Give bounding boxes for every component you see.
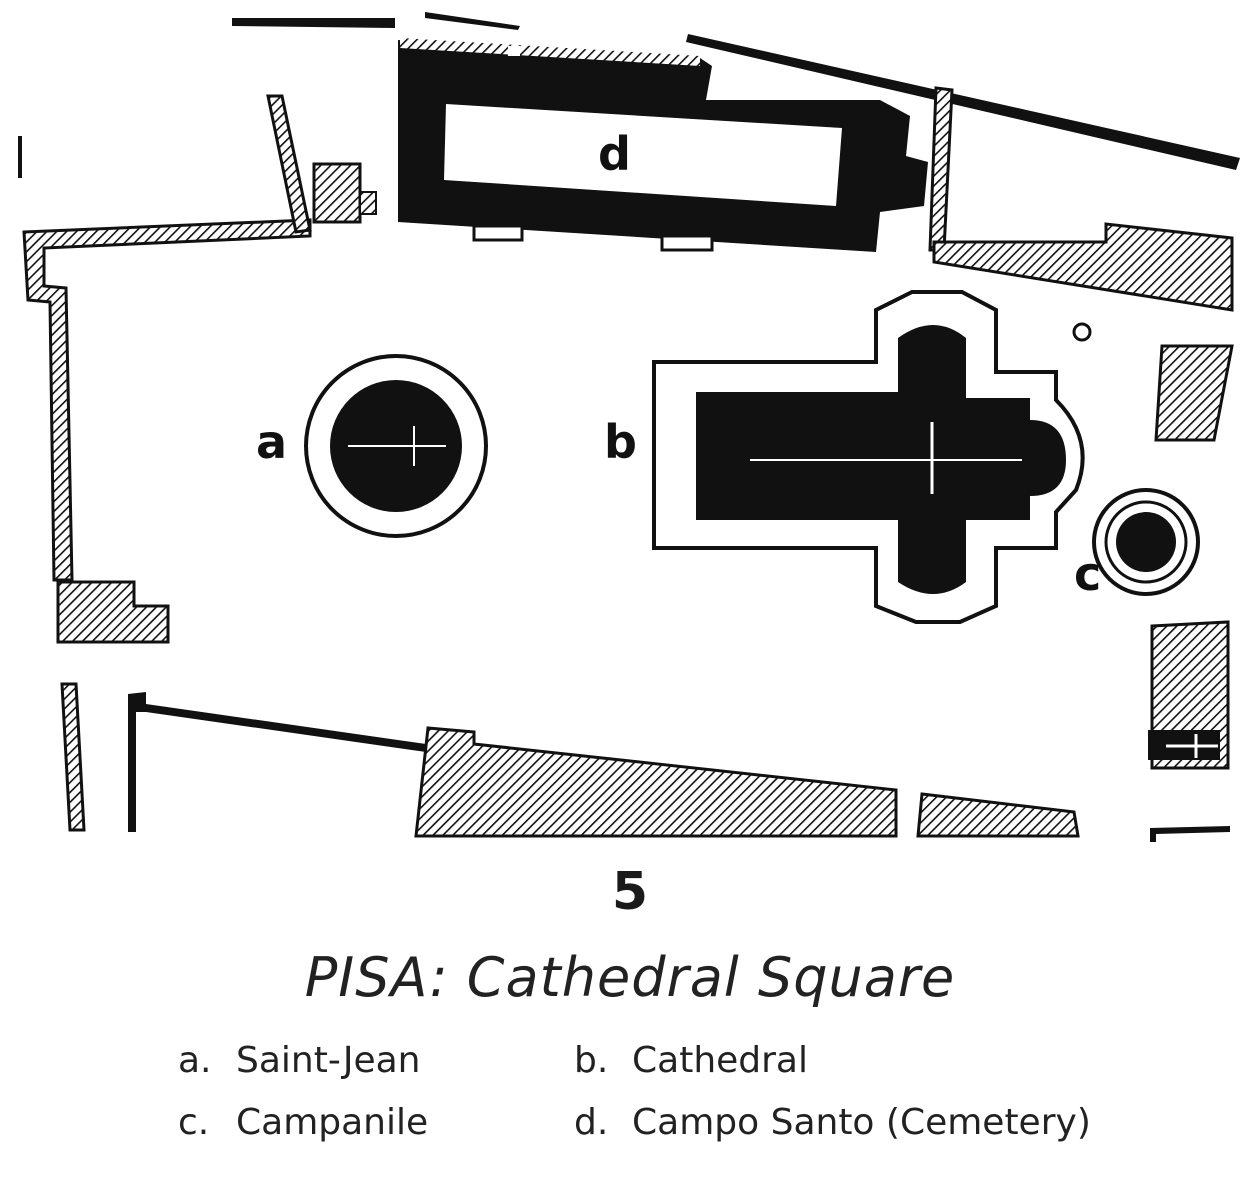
east-building-upper [1154,344,1234,442]
legend-key: d. [574,1102,609,1143]
northwest-small-building-step [359,191,377,215]
southwest-wall-post [60,682,86,832]
south-building-row [414,726,898,838]
site-plan: a b c d [18,12,1240,842]
northwest-wall-segment [266,94,312,234]
figure-title: PISA: Cathedral Square [304,946,956,1009]
figure-number: 5 [611,862,649,922]
legend-key: b. [574,1040,609,1081]
campo-santo-door-1 [472,224,524,242]
legend-text: Campanile [236,1102,429,1143]
south-building-row-east [916,792,1080,838]
top-wall-fragment-2 [425,12,520,30]
left-edge-mark [18,136,22,178]
top-wall-fragment [232,18,395,28]
southeast-wall-fragment [1150,826,1230,842]
legend-text: Campo Santo (Cemetery) [632,1102,1091,1143]
campo-santo-opening [508,46,520,56]
legend-key: c. [178,1102,210,1143]
northeast-building-row [932,222,1234,312]
northeast-vertical-wall [928,86,954,252]
label-d: d [598,127,631,181]
northeast-road-line [686,34,1240,170]
legend-text: Saint-Jean [236,1040,421,1081]
small-well [1072,322,1092,342]
campo-santo-hatched-rim [400,38,700,66]
legend-item-b: b. Cathedral [574,1040,808,1081]
campo-santo-door-2 [660,234,714,252]
legend-item-d: d. Campo Santo (Cemetery) [574,1102,1091,1143]
south-boundary-line [128,692,426,832]
campo-santo-courtyard [444,104,842,206]
southwest-building [56,580,170,644]
legend-item-a: a. Saint-Jean [178,1040,420,1081]
west-boundary-wall [22,218,312,582]
northwest-small-building [312,162,362,224]
label-a: a [256,415,287,469]
legend-item-c: c. Campanile [178,1102,428,1143]
label-b: b [604,415,637,469]
campanile [1116,512,1176,572]
legend-text: Cathedral [632,1040,808,1081]
label-c: c [1074,547,1101,601]
legend-key: a. [178,1040,212,1081]
